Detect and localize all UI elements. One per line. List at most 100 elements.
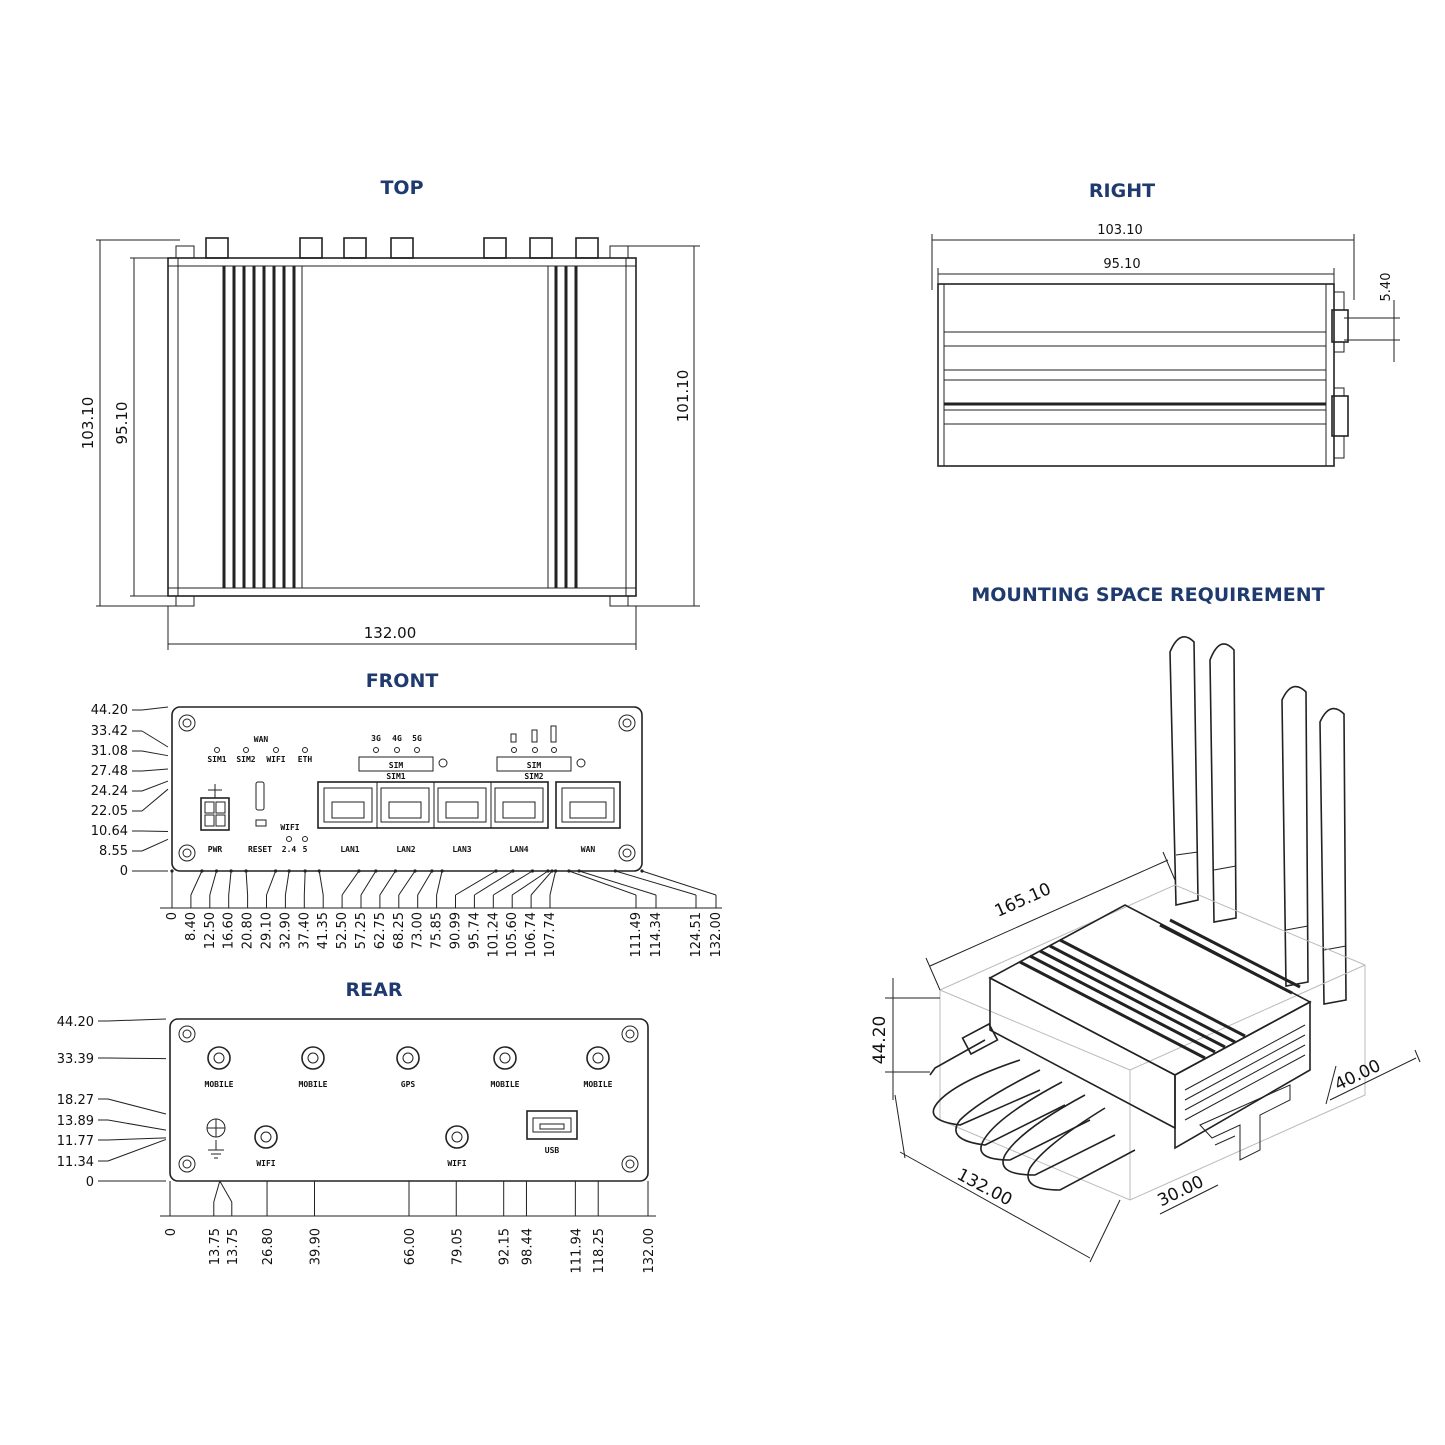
rear-x-tick-label: 92.15 [498,1228,513,1265]
rear-x-tick-label: 13.75 [226,1228,241,1265]
rear-x-tick-label: 26.80 [261,1228,276,1265]
front-x-tick-label: 124.51 [689,912,704,958]
front-x-tick-dot [374,869,378,873]
front-title: FRONT [366,670,439,692]
front-x-tick-dot [357,869,361,873]
front-x-tick-label: 75.85 [430,912,445,949]
rear-antenna-connectors [207,1046,610,1149]
front-led-dot-1 [438,758,448,768]
mounting-dim-width: 132.00 [953,1165,1015,1211]
rear-y-tick-label: 33.39 [57,1052,94,1067]
top-housing [167,257,637,597]
top-fins-right [554,266,578,588]
front-x-tick-dot [440,869,444,873]
rear-label-wifi-2: WIFI [447,1159,466,1168]
front-x-tick-label: 106.74 [524,912,539,958]
rear-label-wifi-1: WIFI [256,1159,275,1168]
front-y-tick-label: 33.42 [91,724,128,739]
front-x-tick-dot [317,869,321,873]
front-lan-ports [317,781,549,829]
mounting-router-body [988,904,1312,1150]
rear-label-mobile-1: MOBILE [205,1080,234,1089]
front-panel [171,706,643,872]
front-x-tick-dot [546,869,550,873]
rear-y-tick-label: 11.77 [57,1134,94,1149]
front-x-tick-dot [430,869,434,873]
top-dim-height-inner: 95.10 [113,402,131,445]
front-view: FRONT WAN SIM1 SIM2 WIFI ETH 3G 4G 5G SI… [91,670,724,958]
right-dim-connector: 5.40 [1379,273,1394,302]
top-dim-height-outer: 103.10 [79,397,97,450]
rear-x-tick-label: 132.00 [642,1228,657,1274]
front-y-tick-label: 24.24 [91,784,128,799]
right-dimensions [931,234,1400,362]
front-sim-slot-2-sub: SIM2 [524,772,543,781]
front-x-tick-dot [214,869,219,873]
front-x-tick-dot [229,869,233,873]
front-label-lan1: LAN1 [340,845,359,854]
front-x-tick-label: 68.25 [392,912,407,949]
front-label-wan: WAN [581,845,596,854]
front-x-tick-label: 114.34 [649,912,664,958]
front-x-tick-label: 0 [165,912,180,920]
mounting-dim-depth: 40.00 [1332,1056,1385,1095]
front-y-tick-label: 44.20 [91,703,128,718]
front-sim-slot-2-label: SIM [527,761,542,770]
front-label-band24: 2.4 [282,845,297,854]
rear-label-gps: GPS [401,1080,416,1089]
rear-x-tick-label: 13.75 [208,1228,223,1265]
front-sim-slot-1-label: SIM [389,761,404,770]
rear-label-usb: USB [545,1146,560,1155]
front-sim-slot-1 [358,756,434,772]
rear-y-tick-label: 18.27 [57,1093,94,1108]
front-x-tick-label: 62.75 [373,912,388,949]
rear-view: REAR MOBILE MOBILE GPS MOBILE MOBILE WIF… [57,979,657,1274]
front-x-tick-label: 107.74 [543,912,558,958]
front-x-tick-dot [303,869,307,873]
front-label-3g: 3G [371,734,381,743]
rear-x-tick-label: 66.00 [403,1228,418,1265]
front-label-lan4: LAN4 [509,845,528,854]
front-label-eth: ETH [298,755,313,764]
front-label-lan3: LAN3 [452,845,471,854]
rear-label-mobile-2: MOBILE [299,1080,328,1089]
front-label-5g: 5G [412,734,422,743]
rear-usb-port [526,1110,578,1140]
front-x-tick-dot [170,869,174,873]
top-dimensions [96,239,700,650]
front-x-tick-label: 29.10 [260,912,275,949]
rear-y-tick-label: 11.34 [57,1155,94,1170]
top-fins-left [222,266,296,588]
front-x-tick-label: 57.25 [354,912,369,949]
front-y-tick-label: 10.64 [91,824,128,839]
front-y-tick-label: 22.05 [91,804,128,819]
front-x-tick-dot [393,869,398,873]
front-label-reset: RESET [248,845,272,854]
front-led-dot-2 [576,758,586,768]
front-x-tick-label: 41.35 [316,912,331,949]
front-x-tick-dot [287,869,291,873]
front-x-tick-label: 37.40 [297,912,312,949]
front-reset-button [255,819,267,827]
rear-x-tick-label: 111.94 [569,1228,584,1274]
front-x-tick-dot [613,869,617,873]
front-label-lan2: LAN2 [396,845,415,854]
mounting-cables [929,1022,1136,1191]
front-sim-slot-1-sub: SIM1 [386,772,405,781]
front-x-tick-dot [413,869,417,873]
rear-y-tick-label: 44.20 [57,1015,94,1030]
front-label-4g: 4G [392,734,402,743]
front-label-pwr: PWR [208,845,223,854]
rear-panel [169,1018,649,1182]
front-label-wifi-small: WIFI [280,823,299,832]
right-connectors [1331,291,1349,459]
front-x-tick-dot [511,869,515,873]
mounting-title: MOUNTING SPACE REQUIREMENT [971,584,1324,606]
front-x-tick-label: 101.24 [486,912,501,958]
front-x-tick-dot [567,869,571,873]
mounting-dim-height: 44.20 [870,1016,890,1065]
